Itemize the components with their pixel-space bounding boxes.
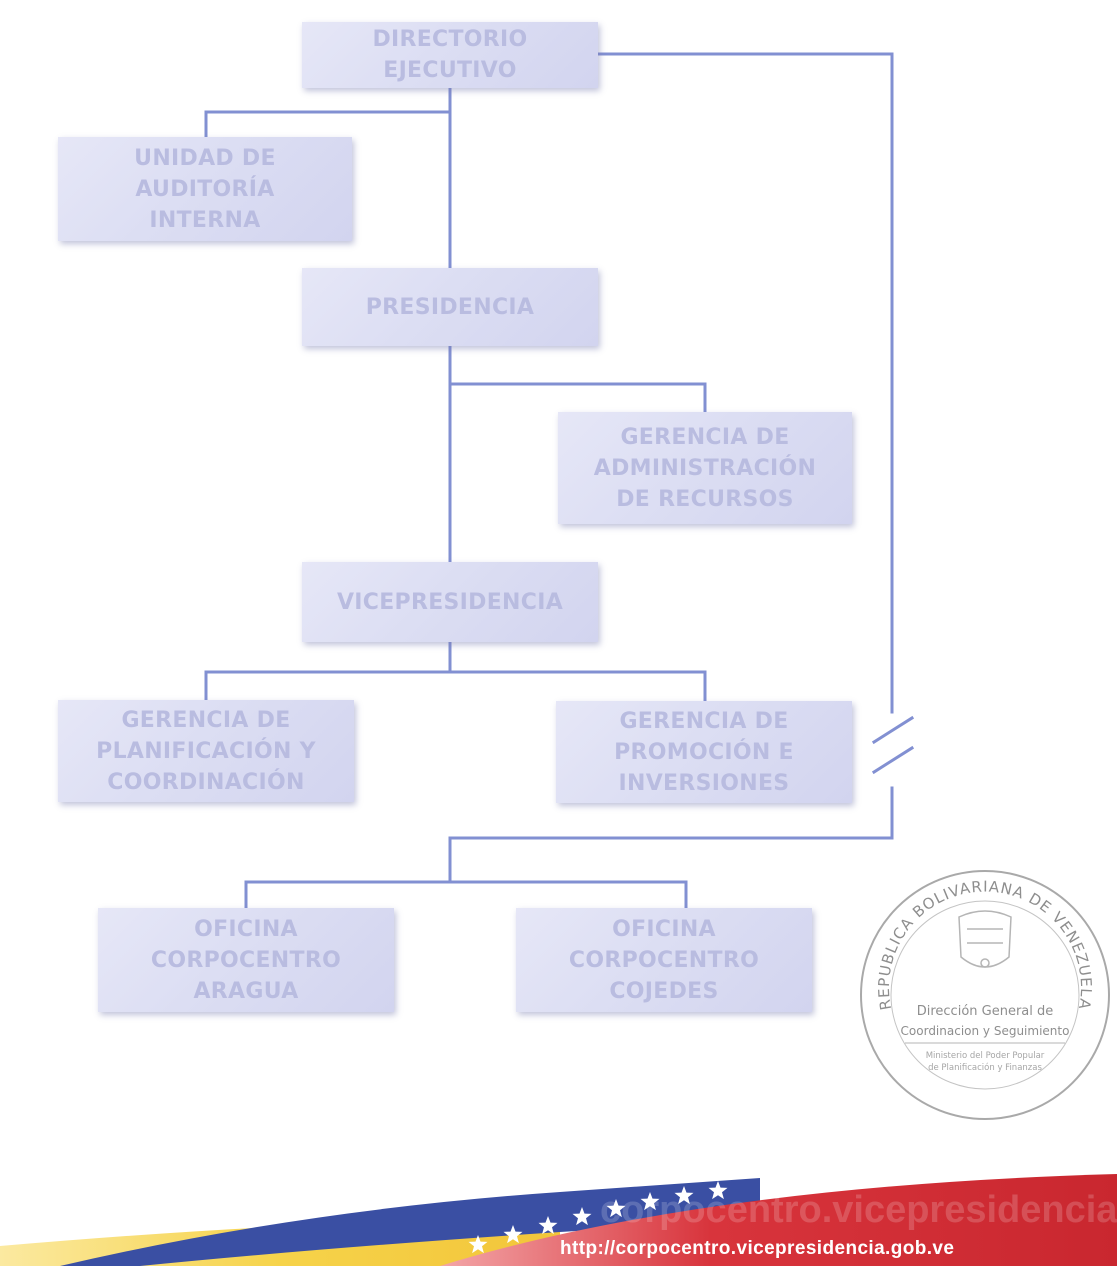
star-icon bbox=[674, 1186, 694, 1205]
org-unit-label: DIRECTORIO EJECUTIVO bbox=[372, 27, 528, 83]
org-unit-directorio: DIRECTORIO EJECUTIVO bbox=[302, 22, 598, 88]
org-unit-oficina-aragua: OFICINA CORPOCENTRO ARAGUA bbox=[98, 908, 394, 1012]
footer-url[interactable]: http://corpocentro.vicepresidencia.gob.v… bbox=[560, 1238, 955, 1259]
connector-line bbox=[596, 52, 894, 714]
flag-stars bbox=[468, 1181, 728, 1254]
org-unit-presidencia: PRESIDENCIA bbox=[302, 268, 598, 346]
star-icon bbox=[572, 1207, 592, 1226]
coat-of-arms-icon bbox=[958, 910, 1012, 968]
org-unit-label: OFICINA CORPOCENTRO COJEDES bbox=[568, 916, 760, 1004]
org-unit-vicepresidencia: VICEPRESIDENCIA bbox=[302, 562, 598, 642]
line-break-mark bbox=[871, 745, 915, 775]
connector-line bbox=[448, 382, 707, 414]
connector-lines bbox=[204, 52, 915, 910]
org-unit-auditoria: UNIDAD DE AUDITORÍA INTERNA bbox=[58, 137, 352, 241]
connector-line bbox=[204, 110, 452, 139]
star-icon bbox=[708, 1181, 728, 1200]
seal-line-1: Dirección General de bbox=[917, 1004, 1054, 1019]
org-unit-label: PRESIDENCIA bbox=[365, 294, 535, 320]
star-icon bbox=[606, 1199, 626, 1218]
official-seal: REPUBLICA BOLIVARIANA DE VENEZUELA Direc… bbox=[860, 870, 1110, 1120]
org-unit-label: UNIDAD DE AUDITORÍA INTERNA bbox=[134, 145, 276, 233]
footer-banner: corpocentro.vicepresidencia.gob.ve bbox=[0, 1174, 1117, 1266]
flag-blue-stripe bbox=[60, 1178, 760, 1266]
org-unit-gerencia-promocion: GERENCIA DE PROMOCIÓN E INVERSIONES bbox=[556, 701, 852, 803]
seal-line-2: Coordinacion y Seguimiento bbox=[901, 1024, 1070, 1038]
org-unit-gerencia-administracion: GERENCIA DE ADMINISTRACIÓN DE RECURSOS bbox=[558, 412, 852, 524]
connector-line bbox=[448, 786, 894, 884]
org-unit-label: VICEPRESIDENCIA bbox=[336, 589, 564, 615]
org-unit-label: GERENCIA DE PLANIFICACIÓN Y COORDINACIÓN bbox=[96, 707, 316, 795]
org-unit-oficina-cojedes: OFICINA CORPOCENTRO COJEDES bbox=[516, 908, 812, 1012]
org-unit-label: GERENCIA DE ADMINISTRACIÓN DE RECURSOS bbox=[593, 424, 817, 512]
org-unit-label: OFICINA CORPOCENTRO ARAGUA bbox=[150, 916, 342, 1004]
star-icon bbox=[503, 1225, 523, 1244]
star-icon bbox=[468, 1235, 488, 1254]
seal-line-4: de Planificación y Finanzas bbox=[928, 1062, 1042, 1073]
flag-red-stripe bbox=[440, 1174, 1117, 1266]
org-unit-label: GERENCIA DE PROMOCIÓN E INVERSIONES bbox=[614, 708, 794, 796]
star-icon bbox=[538, 1216, 558, 1235]
seal-line-3: Ministerio del Poder Popular bbox=[926, 1051, 1045, 1061]
star-icon bbox=[640, 1192, 660, 1211]
org-unit-gerencia-planificacion: GERENCIA DE PLANIFICACIÓN Y COORDINACIÓN bbox=[58, 700, 354, 802]
line-break-mark bbox=[871, 715, 915, 745]
